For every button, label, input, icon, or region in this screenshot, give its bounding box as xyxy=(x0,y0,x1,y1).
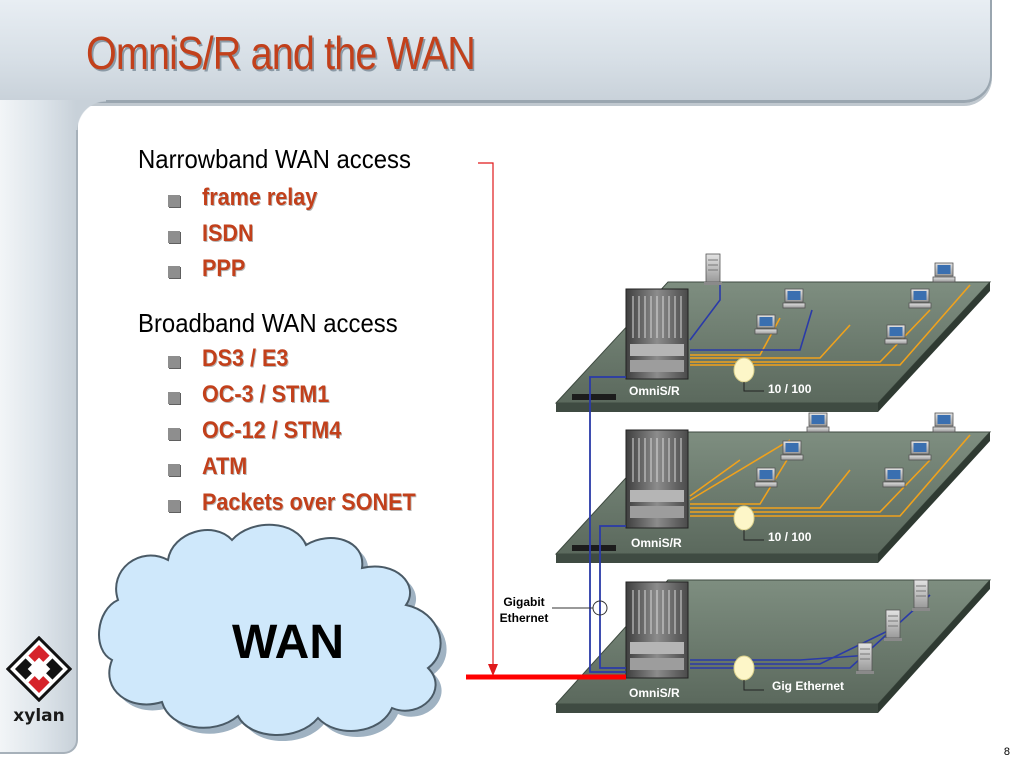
bullet-square-icon xyxy=(168,231,180,243)
bullet-square-icon xyxy=(168,500,180,512)
broadband-item: OC-12 / STM4 xyxy=(202,417,342,444)
bullet-square-icon xyxy=(168,464,180,476)
broadband-item: ATM xyxy=(202,453,248,480)
link-label: Gig Ethernet xyxy=(772,679,844,693)
gigabit-ethernet-label-line1: Gigabit xyxy=(503,595,544,609)
narrowband-item: frame relay xyxy=(202,184,318,211)
floor-bottom: OmniS/R Gig Ethernet xyxy=(554,579,992,713)
link-label: 10 / 100 xyxy=(768,382,812,396)
omnisr-switch-middle xyxy=(625,429,689,529)
page-number: 8 xyxy=(1003,746,1010,758)
bullet-square-icon xyxy=(168,356,180,368)
bullet-square-icon xyxy=(168,392,180,404)
wan-cloud: WAN xyxy=(98,523,447,742)
sidebar-corner xyxy=(76,100,106,130)
floor-top: OmniS/R 10 / 100 xyxy=(554,253,992,412)
title-banner: OmniS/R and the WAN xyxy=(0,0,992,103)
bullet-square-icon xyxy=(168,266,180,278)
broadband-item: Packets over SONET xyxy=(202,489,416,516)
narrowband-item: PPP xyxy=(202,255,246,282)
broadband-item: DS3 / E3 xyxy=(202,345,289,372)
omnisr-switch-top xyxy=(625,288,689,380)
broadband-heading: Broadband WAN access xyxy=(138,308,398,338)
omnisr-switch-bottom xyxy=(625,581,689,679)
switch-label: OmniS/R xyxy=(629,384,680,398)
floor-middle: OmniS/R 10 / 100 xyxy=(554,412,992,563)
gigabit-ethernet-label-line2: Ethernet xyxy=(500,611,549,625)
bullet-square-icon xyxy=(168,428,180,440)
logo-wordmark: xylan xyxy=(13,706,65,726)
wan-connection xyxy=(466,162,626,680)
switch-label: OmniS/R xyxy=(629,686,680,700)
link-label: 10 / 100 xyxy=(768,530,812,544)
wan-label: WAN xyxy=(232,616,344,669)
broadband-item: OC-3 / STM1 xyxy=(202,381,330,408)
narrowband-item: ISDN xyxy=(202,220,254,247)
xylan-logo-icon xyxy=(6,636,72,702)
bullet-square-icon xyxy=(168,195,180,207)
narrowband-heading: Narrowband WAN access xyxy=(138,144,411,174)
switch-label: OmniS/R xyxy=(631,536,682,550)
slide-title: OmniS/R and the WAN xyxy=(86,27,476,79)
gigabit-backbone xyxy=(589,376,626,673)
